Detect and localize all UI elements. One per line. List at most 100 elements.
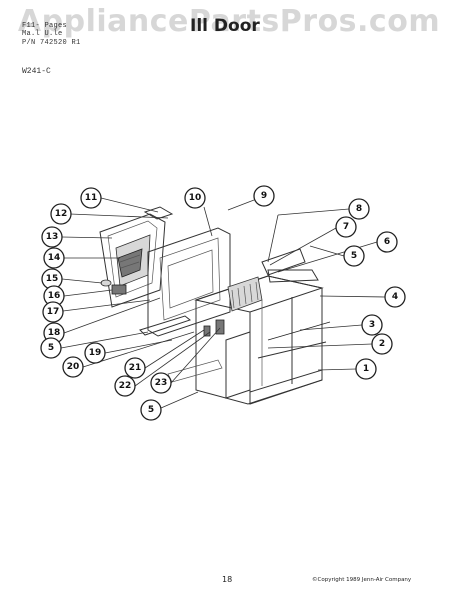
callout-circle [361, 314, 383, 336]
callout-16: 16 [43, 285, 65, 307]
leader-18 [63, 297, 161, 334]
vent-slot [249, 283, 253, 303]
callout-5-top: 5 [343, 245, 365, 267]
callout-3: 3 [361, 314, 383, 336]
callout-circle [335, 216, 357, 238]
callout-label: 22 [119, 381, 132, 391]
header-line-2: Ma.l U.le [22, 30, 63, 38]
callout-label: 2 [379, 339, 385, 349]
leader-8 [277, 208, 350, 216]
callout-label: 11 [85, 193, 98, 203]
door-bottom-bracket [139, 315, 192, 336]
callout-label: 9 [261, 191, 267, 201]
callout-label: 3 [369, 320, 375, 330]
callout-circle [348, 198, 370, 220]
callout-label: 19 [89, 348, 102, 358]
leader-5-left [60, 331, 149, 349]
callout-circle [184, 187, 206, 209]
leader-11 [100, 197, 159, 213]
callout-circle [50, 203, 72, 225]
callout-20: 20 [62, 356, 84, 378]
callout-label: 23 [155, 378, 168, 388]
callout-17: 17 [42, 301, 64, 323]
door-top-trim [143, 206, 174, 220]
callout-circle [62, 356, 84, 378]
callout-14: 14 [43, 247, 65, 269]
chassis-side-panel [225, 331, 251, 399]
callout-label: 16 [48, 291, 61, 301]
callout-10: 10 [184, 187, 206, 209]
callout-circle [43, 247, 65, 269]
bottom-seal-strip [257, 341, 327, 359]
latch-part [203, 325, 211, 337]
callout-label: 12 [55, 209, 68, 219]
top-bracket-panel [267, 269, 319, 283]
callout-13: 13 [41, 226, 63, 248]
callout-label: 8 [356, 204, 362, 214]
callout-label: 5 [351, 251, 357, 261]
page-number: 18 [222, 575, 233, 584]
leader-3 [299, 324, 363, 331]
callout-circle [124, 357, 146, 379]
callout-23: 23 [150, 372, 172, 394]
leader-2 [267, 343, 373, 349]
leader-lines [60, 197, 386, 409]
leader-8b [267, 214, 279, 263]
vent-slot [243, 285, 247, 305]
leader-23 [170, 327, 221, 384]
callout-22: 22 [114, 375, 136, 397]
callout-label: 15 [46, 274, 59, 284]
hinge-component [100, 279, 112, 287]
callout-label: 4 [392, 292, 398, 302]
callout-circle [355, 358, 377, 380]
inner-door-glass [167, 249, 214, 309]
callout-label: 14 [48, 253, 61, 263]
callout-circle [376, 231, 398, 253]
callout-circle [150, 372, 172, 394]
leader-22 [134, 331, 211, 387]
leader-9 [227, 199, 255, 211]
inner-door-panel [139, 227, 231, 337]
callout-label: 18 [48, 328, 61, 338]
copyright-notice: ©Copyright 1989 Jenn-Air Company [312, 577, 412, 583]
callout-circle [80, 187, 102, 209]
callout-label: 21 [129, 363, 142, 373]
bottom-trim [249, 369, 323, 405]
inner-door-window [159, 237, 221, 321]
leader-7 [269, 227, 337, 266]
callout-label: 1 [363, 364, 369, 374]
hinge-receiver [215, 319, 225, 335]
leader-10 [203, 206, 213, 237]
callout-9: 9 [253, 185, 275, 207]
callout-7: 7 [335, 216, 357, 238]
callout-label: 5 [48, 343, 54, 353]
callout-label: 10 [189, 193, 202, 203]
callout-circle [140, 399, 162, 421]
leader-16 [63, 289, 113, 297]
leader-17 [62, 299, 151, 312]
oven-chassis [167, 248, 331, 405]
leader-15 [61, 278, 103, 284]
header-line-3: P/N 742520 R1 [22, 39, 81, 47]
inner-door-frame [147, 227, 231, 337]
bottom-vent-plate [167, 359, 223, 383]
callout-4: 4 [384, 286, 406, 308]
header-line-1: F11- Pages [22, 22, 68, 30]
callout-circle [371, 333, 393, 355]
callout-label: 6 [384, 237, 390, 247]
model-number: W241-C [22, 67, 51, 76]
watermark: AppliancePartsPros.com [17, 4, 441, 39]
callout-label: 20 [67, 362, 80, 372]
callout-label: 5 [148, 405, 154, 415]
callout-label: 17 [47, 307, 60, 317]
board-detail-line [120, 261, 140, 269]
callout-1: 1 [355, 358, 377, 380]
vent-slot [255, 281, 259, 301]
callout-2: 2 [371, 333, 393, 355]
callout-19: 19 [84, 342, 106, 364]
callout-circle [41, 226, 63, 248]
callout-circle [343, 245, 365, 267]
callout-6: 6 [376, 231, 398, 253]
callout-label: 13 [46, 232, 59, 242]
